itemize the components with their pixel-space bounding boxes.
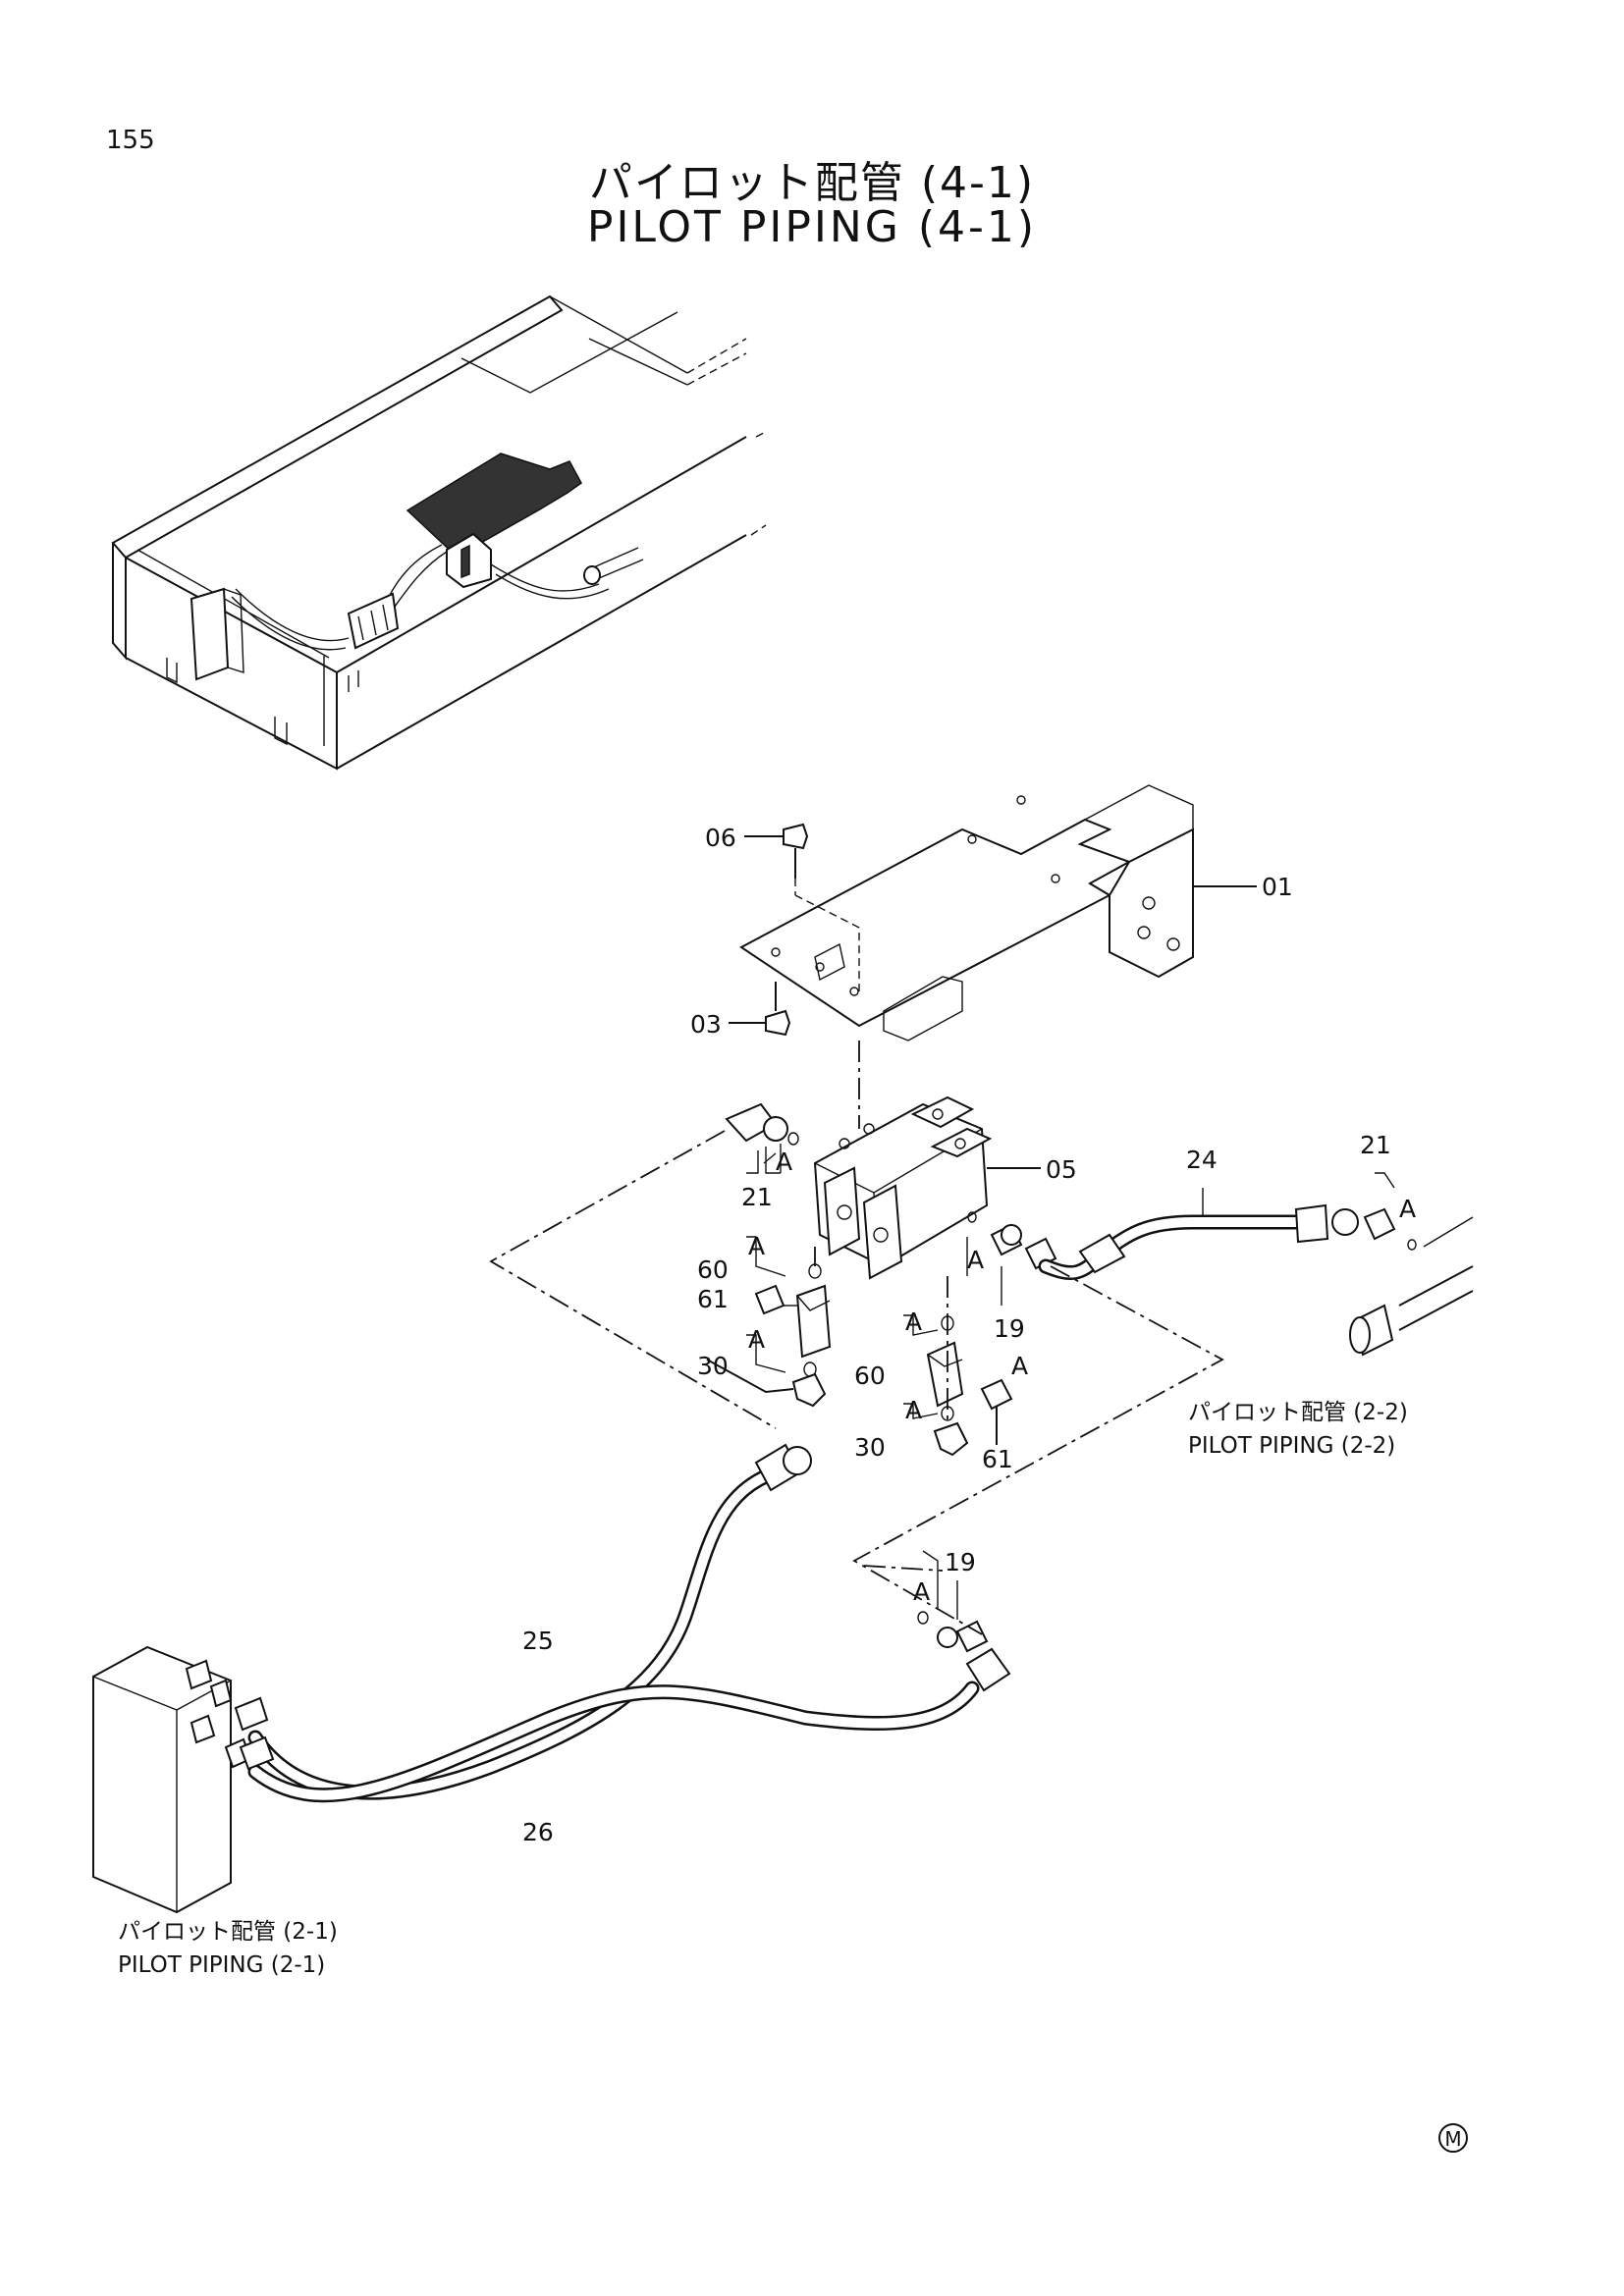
- reference-2-2-japanese: パイロット配管 (2-2): [1188, 1400, 1408, 1425]
- bracket-plate-01: [739, 784, 1257, 1041]
- label-21-left: 21: [741, 1183, 773, 1211]
- hose-24: [1038, 1188, 1417, 1281]
- hose-25: [247, 1443, 812, 1800]
- overview-frame-illustration: [111, 294, 767, 771]
- bolt-06: [744, 823, 860, 991]
- fitting-stack-right: [926, 1315, 1013, 1457]
- elbow-fitting-21-left: [725, 1102, 799, 1174]
- pilot-piping-2-1-block: [92, 1645, 275, 1914]
- reference-2-1-english: PILOT PIPING (2-1): [118, 1952, 325, 1978]
- detail-a-label: A: [905, 1396, 922, 1424]
- detail-a-label: A: [776, 1148, 792, 1176]
- detail-a-label: A: [1399, 1195, 1416, 1223]
- fitting-19-right: [967, 1211, 1057, 1306]
- detail-a-label: A: [748, 1232, 765, 1260]
- label-01: 01: [1262, 873, 1293, 901]
- label-06: 06: [705, 824, 736, 852]
- detail-a-label: A: [967, 1246, 984, 1274]
- page-title-japanese: パイロット配管 (4-1): [588, 158, 1036, 208]
- label-26: 26: [522, 1818, 554, 1846]
- reference-2-2-english: PILOT PIPING (2-2): [1188, 1433, 1395, 1459]
- page-title-english: PILOT PIPING (4-1): [586, 202, 1038, 252]
- label-61-left: 61: [697, 1285, 729, 1313]
- routing-centerlines: [489, 1130, 1224, 1635]
- label-05: 05: [1046, 1155, 1077, 1184]
- label-60-left: 60: [697, 1255, 729, 1284]
- bolt-03: [729, 982, 791, 1037]
- label-19-lower: 19: [945, 1548, 976, 1576]
- label-03: 03: [690, 1010, 722, 1039]
- detail-a-label: A: [748, 1325, 765, 1354]
- label-61-right: 61: [982, 1445, 1013, 1473]
- svg-text:M: M: [1444, 2127, 1461, 2151]
- label-30-left: 30: [697, 1352, 729, 1380]
- detail-a-label: A: [905, 1308, 922, 1336]
- label-19-right: 19: [994, 1314, 1025, 1343]
- label-60-right: 60: [854, 1362, 886, 1390]
- label-25: 25: [522, 1627, 554, 1655]
- label-30-right: 30: [854, 1433, 886, 1462]
- fitting-19-lower: [917, 1580, 958, 1625]
- label-21-right: 21: [1360, 1131, 1391, 1159]
- detail-brackets: [746, 1150, 1395, 1610]
- fitting-stack-left: [706, 1263, 832, 1408]
- label-24: 24: [1186, 1146, 1218, 1174]
- page-number: 155: [106, 126, 155, 155]
- reference-2-1-japanese: パイロット配管 (2-1): [118, 1919, 338, 1945]
- valve-block-05: [813, 1095, 1041, 1280]
- detail-a-label: A: [913, 1577, 930, 1606]
- footer-circled-mark: M: [1438, 2123, 1468, 2153]
- detail-a-label: A: [1011, 1352, 1028, 1380]
- hose-26: [247, 1620, 1011, 1803]
- hose-end-right: [1349, 1216, 1474, 1357]
